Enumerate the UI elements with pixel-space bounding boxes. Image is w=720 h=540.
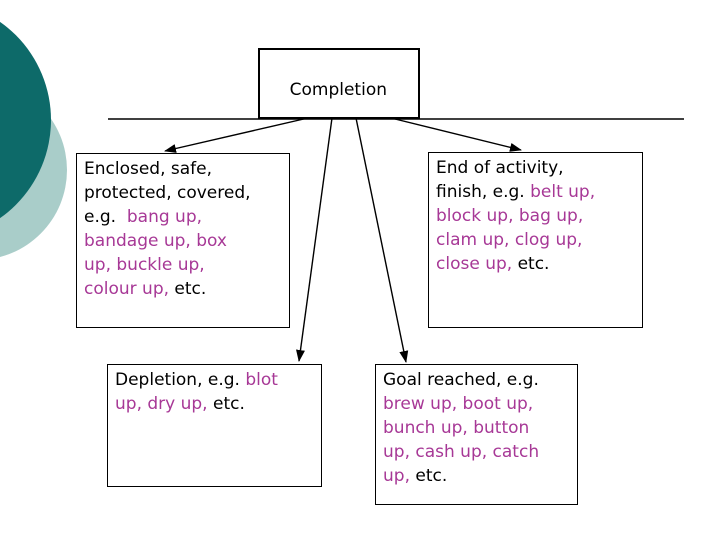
text-segment: belt up, block up, bag up, clam up, clog…: [436, 182, 596, 274]
arrow-to-enclosed: [164, 117, 309, 153]
text-segment: blot up, dry up,: [115, 370, 278, 414]
arrow-to-depletion: [296, 117, 333, 362]
arrow-to-goal: [355, 117, 409, 363]
goal-reached-meaning-box: Goal reached, e.g. brew up, boot up, bun…: [375, 364, 578, 505]
completion-title-label: Completion: [289, 80, 387, 100]
text-segment: Depletion, e.g.: [115, 370, 246, 390]
end-of-activity-meaning-box: End of activity, finish, e.g. belt up, b…: [428, 152, 643, 328]
text-segment: bang up, bandage up, box up, buckle up, …: [84, 207, 227, 299]
text-segment: brew up, boot up, bunch up, button up, c…: [383, 394, 540, 486]
text-segment: etc.: [409, 466, 448, 486]
text-segment: Enclosed, safe, protected, covered, e.g.: [84, 159, 251, 227]
text-segment: End of activity, finish, e.g.: [436, 158, 564, 202]
completion-title-box: Completion: [258, 48, 420, 119]
enclosed-meaning-box: Enclosed, safe, protected, covered, e.g.…: [76, 153, 290, 328]
text-segment: Goal reached, e.g.: [383, 370, 539, 390]
text-segment: etc.: [207, 394, 245, 414]
text-segment: etc.: [512, 254, 550, 274]
depletion-meaning-box: Depletion, e.g. blot up, dry up, etc.: [107, 364, 322, 487]
text-segment: etc.: [169, 279, 207, 299]
arrow-to-end-activity: [390, 117, 522, 152]
